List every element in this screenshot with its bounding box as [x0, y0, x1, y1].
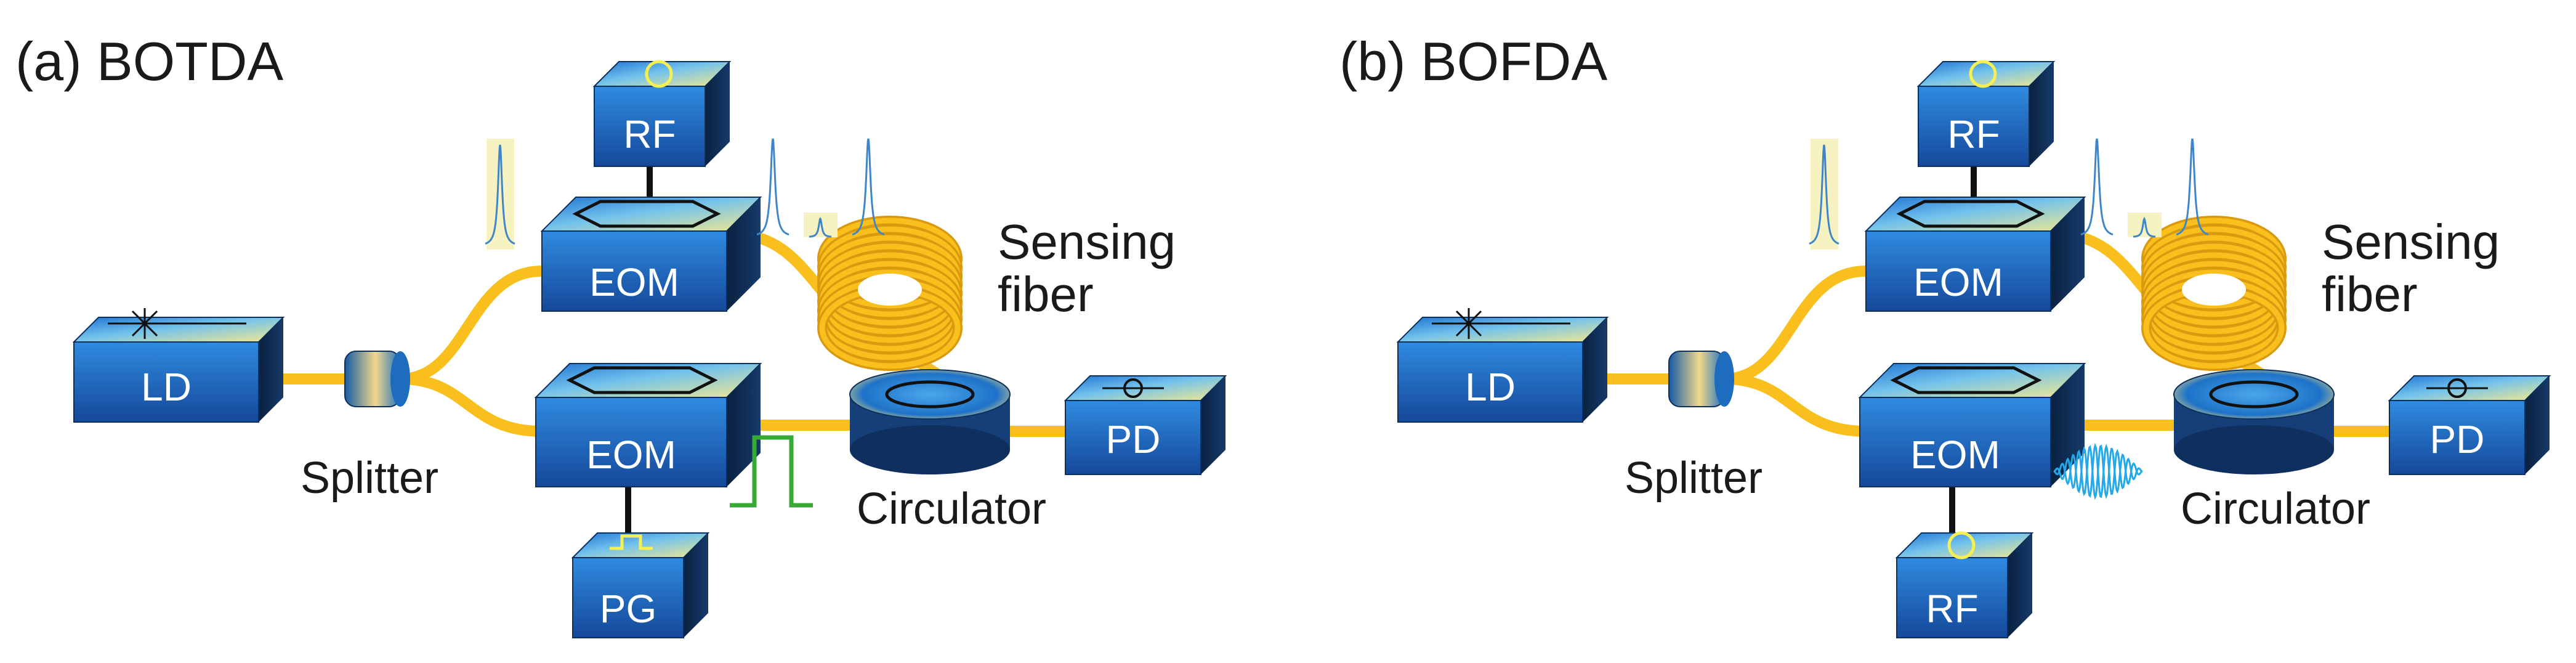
- lower-eom-label: EOM: [1910, 433, 2000, 477]
- sensing-fiber-label-line1: Sensing: [2322, 214, 2500, 269]
- sensing-fiber-label-line2: fiber: [2322, 267, 2418, 322]
- upper-driver-box: [592, 61, 732, 167]
- splitter-coupler: [344, 351, 410, 407]
- sensing-fiber-label-line1: Sensing: [998, 214, 1176, 269]
- mzm-waveguide-icon: [566, 366, 718, 394]
- sine-source-icon: [1947, 531, 1976, 559]
- splitter-label: Splitter: [301, 454, 438, 503]
- lower-driver-box: [571, 532, 710, 638]
- upper-eom-box: [540, 197, 762, 312]
- splitter-label: Splitter: [1625, 454, 1762, 503]
- lower-eom-label: EOM: [586, 433, 676, 477]
- upper-driver-label: RF: [623, 112, 676, 157]
- sensing-fiber-coil: [2141, 216, 2287, 371]
- lower-driver-box: [1895, 532, 2034, 638]
- photodetector-label: PD: [1106, 417, 1161, 462]
- sensing-fiber-coil: [817, 216, 963, 371]
- panel-a: (a) BOTDA LD Splitter EOM RF EOM PG Circulator P…: [15, 31, 1227, 638]
- panel-title: (b) BOFDA: [1339, 31, 1607, 92]
- mzm-waveguide-icon: [1896, 200, 2045, 228]
- pump-pulse-waveform: [730, 435, 813, 508]
- circulator-label: Circulator: [2181, 484, 2370, 534]
- mzm-waveguide-icon: [572, 200, 721, 228]
- mzm-waveguide-icon: [1890, 366, 2042, 394]
- pulse-icon: [610, 534, 653, 550]
- circulator: [849, 369, 1011, 474]
- upper-driver-box: [1916, 61, 2056, 167]
- lower-eom-box: [534, 363, 762, 487]
- spectrum-insets: [485, 138, 885, 250]
- lower-eom-box: [1858, 363, 2086, 487]
- photodetector-label: PD: [2430, 417, 2485, 462]
- panel-title: (a) BOTDA: [15, 31, 283, 92]
- sine-source-icon: [1969, 60, 1997, 88]
- sine-source-icon: [645, 60, 673, 88]
- panel-b: (b) BOFDA LD Splitter EOM RF EOM RF Circulator P…: [1339, 31, 2551, 638]
- spectrum-insets: [1809, 138, 2209, 250]
- laser-label: LD: [141, 365, 192, 409]
- modulated-sine-waveform: [2053, 442, 2143, 500]
- circulating-arrow-icon: [2209, 380, 2299, 409]
- circulator: [2173, 369, 2335, 474]
- upper-eom-label: EOM: [589, 260, 679, 304]
- lower-driver-label: RF: [1926, 587, 1978, 631]
- splitter-coupler: [1668, 351, 1734, 407]
- upper-eom-label: EOM: [1913, 260, 2003, 304]
- upper-driver-label: RF: [1947, 112, 2000, 157]
- circulating-arrow-icon: [885, 380, 975, 409]
- circulator-label: Circulator: [857, 484, 1046, 534]
- laser-label: LD: [1465, 365, 1516, 409]
- sensing-fiber-label-line2: fiber: [998, 267, 1094, 322]
- lower-driver-label: PG: [600, 587, 656, 631]
